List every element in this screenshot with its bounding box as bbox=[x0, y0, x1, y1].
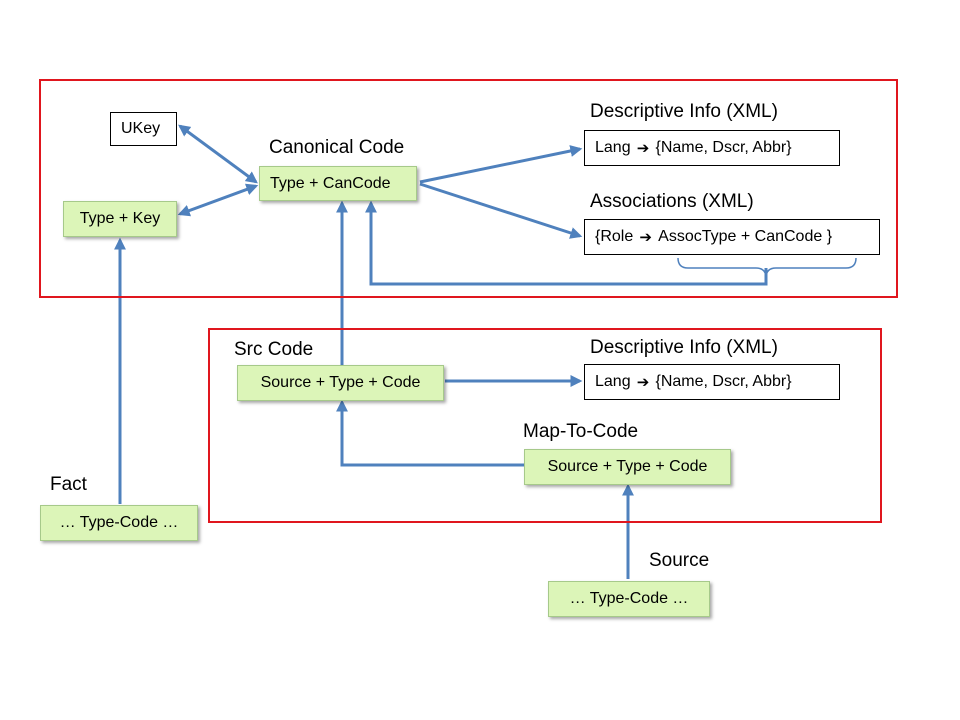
map-source-type-code-box: Source + Type + Code bbox=[524, 449, 731, 485]
right-arrow-icon: ➔ bbox=[632, 374, 654, 391]
map-to-code-label: Map-To-Code bbox=[523, 421, 639, 442]
associations-label: Associations (XML) bbox=[590, 191, 754, 212]
canonical-region bbox=[39, 79, 898, 298]
src-lang-box: Lang ➔ {Name, Dscr, Abbr} bbox=[584, 364, 840, 400]
canonical-lang-suffix: {Name, Dscr, Abbr} bbox=[655, 139, 792, 156]
src-code-label: Src Code bbox=[234, 339, 314, 360]
src-descinfo-label: Descriptive Info (XML) bbox=[590, 337, 778, 358]
type-key-text: Type + Key bbox=[79, 210, 161, 227]
src-lang-suffix: {Name, Dscr, Abbr} bbox=[655, 373, 792, 390]
canonical-lang-box: Lang ➔ {Name, Dscr, Abbr} bbox=[584, 130, 840, 166]
canonical-descinfo-label: Descriptive Info (XML) bbox=[590, 101, 778, 122]
type-key-box: Type + Key bbox=[63, 201, 177, 237]
fact-label: Fact bbox=[50, 474, 87, 495]
assoc-prefix: {Role bbox=[595, 228, 634, 245]
source-type-code-box: … Type-Code … bbox=[548, 581, 710, 617]
right-arrow-icon: ➔ bbox=[632, 140, 654, 157]
source-label: Source bbox=[649, 550, 710, 571]
source-region bbox=[208, 328, 882, 523]
fact-type-code-text: … Type-Code … bbox=[59, 514, 179, 531]
canonical-code-label: Canonical Code bbox=[269, 137, 405, 158]
src-lang-prefix: Lang bbox=[595, 373, 631, 390]
src-source-type-code-box: Source + Type + Code bbox=[237, 365, 444, 401]
type-cancode-text: Type + CanCode bbox=[270, 174, 391, 192]
type-cancode-box: Type + CanCode bbox=[259, 166, 417, 201]
fact-type-code-box: … Type-Code … bbox=[40, 505, 198, 541]
ukey-box: UKey bbox=[110, 112, 177, 146]
associations-box: {Role ➔ AssocType + CanCode } bbox=[584, 219, 880, 255]
src-source-type-code-text: Source + Type + Code bbox=[260, 374, 421, 391]
map-source-type-code-text: Source + Type + Code bbox=[547, 458, 708, 475]
assoc-suffix: AssocType + CanCode } bbox=[658, 228, 833, 245]
ukey-text: UKey bbox=[121, 120, 161, 137]
source-type-code-text: … Type-Code … bbox=[569, 590, 689, 607]
canonical-lang-prefix: Lang bbox=[595, 139, 631, 156]
right-arrow-icon: ➔ bbox=[635, 229, 657, 246]
